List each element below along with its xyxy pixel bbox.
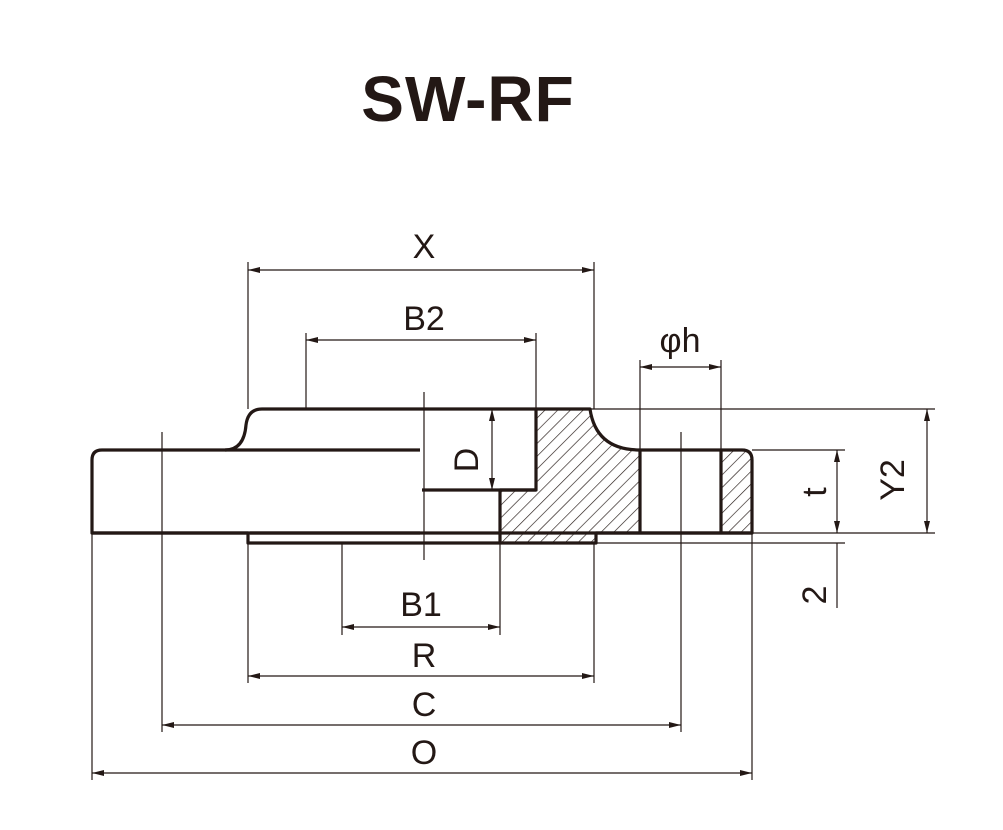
label-t: t bbox=[796, 487, 834, 497]
label-b2: B2 bbox=[403, 300, 445, 338]
label-d: D bbox=[448, 448, 486, 473]
label-two: 2 bbox=[796, 586, 834, 605]
label-b1: B1 bbox=[400, 586, 442, 624]
label-y2: Y2 bbox=[874, 459, 912, 501]
label-o: O bbox=[411, 734, 437, 772]
flange-outline bbox=[90, 407, 754, 545]
label-r: R bbox=[412, 637, 437, 675]
label-c: C bbox=[412, 686, 437, 724]
section-hatch-body bbox=[500, 409, 640, 543]
diagram-title: SW-RF bbox=[361, 63, 575, 135]
label-phi-h: φh bbox=[660, 322, 701, 360]
label-x: X bbox=[413, 228, 436, 266]
section-hatch-rim bbox=[721, 450, 752, 533]
